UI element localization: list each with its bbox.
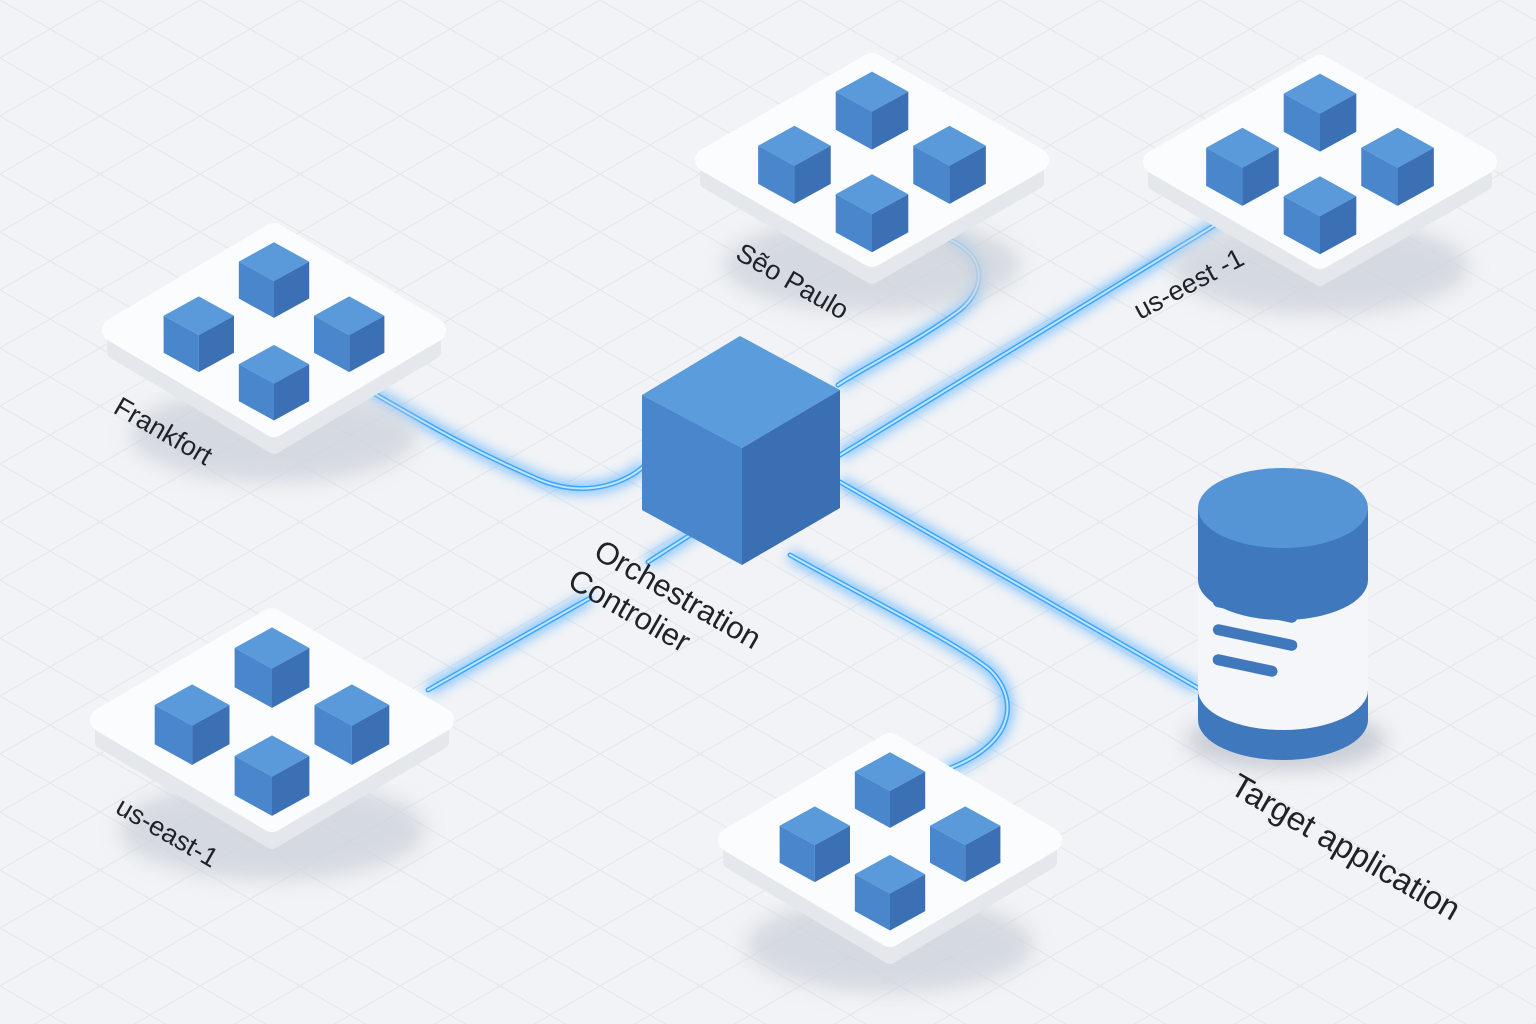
platform-south-cluster-cube-left (779, 806, 850, 883)
platform-us-east-bottom-cube-right (314, 684, 390, 765)
platform-sao-paulo[interactable] (695, 53, 1049, 313)
platform-us-east-bottom-cube-top (234, 627, 310, 708)
platform-sao-paulo-cube-left (758, 125, 831, 204)
database-line-1 (1212, 596, 1298, 623)
database-icon[interactable] (1186, 468, 1386, 770)
platform-frankfort-cube-left (163, 296, 234, 373)
platform-south-cluster[interactable] (718, 733, 1062, 993)
controller-cube-right (742, 390, 840, 565)
platform-us-east-top-cube-left (1206, 127, 1279, 206)
controller-cube-top (642, 336, 840, 448)
orchestration-controller-cube[interactable] (642, 336, 840, 565)
platform-frankfort[interactable] (102, 223, 446, 483)
platform-frankfort-cube-top (238, 242, 310, 318)
database-top-cap (1198, 468, 1368, 548)
link-south-cluster (787, 549, 1014, 776)
region-platforms (90, 53, 1497, 993)
platform-us-east-bottom[interactable] (90, 608, 454, 880)
platform-us-east-top-cube-front (1283, 176, 1357, 255)
link-us-east-bottom (425, 592, 593, 696)
platform-south-cluster-cube-top (854, 752, 926, 828)
controller-cube-left (642, 395, 742, 565)
link-frankfort (365, 384, 650, 495)
link-target (837, 476, 1201, 694)
platform-south-cluster-cube-right (930, 806, 1001, 883)
platform-sao-paulo-cube-right (913, 125, 986, 204)
database-line-2 (1212, 624, 1298, 651)
platform-us-east-top[interactable] (1143, 55, 1497, 315)
platform-sao-paulo-cube-top (835, 71, 909, 150)
platform-us-east-top-cube-right (1361, 127, 1434, 206)
platform-us-east-top-cube-top (1283, 73, 1357, 152)
platform-frankfort-cube-front (238, 344, 310, 421)
database-line-3 (1212, 654, 1278, 677)
database-bottom-band (1198, 690, 1368, 760)
platform-sao-paulo-cube-front (835, 174, 909, 253)
platform-us-east-bottom-cube-left (154, 684, 230, 765)
platform-frankfort-cube-right (314, 296, 385, 373)
platform-us-east-bottom-cube-front (234, 735, 310, 816)
platform-south-cluster-cube-front (854, 854, 926, 931)
